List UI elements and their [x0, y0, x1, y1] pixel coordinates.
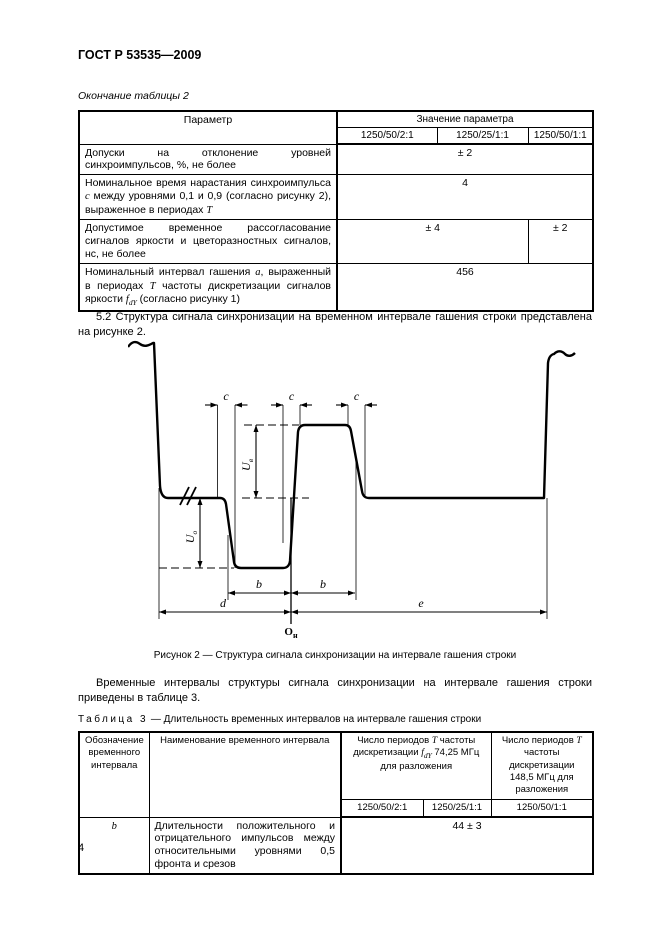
figure-2-caption: Рисунок 2 — Структура сигнала синхрониза… [153, 650, 517, 661]
dim-label-d: d [220, 596, 227, 610]
table-3: Обозначение временного интервала Наимено… [78, 731, 595, 875]
dim-label-e: e [418, 596, 424, 610]
origin-marker-label: Он [284, 626, 298, 640]
table2-col-1250-50-2-1: 1250/50/2:1 [336, 127, 438, 145]
sync-signal-waveform [127, 340, 576, 570]
table2-col-1250-25-1-1: 1250/25/1:1 [436, 127, 529, 145]
dim-label-c1: c [223, 389, 229, 403]
table3-row1-name: Длительности положительного и отрицатель… [148, 816, 342, 875]
table2-col-1250-50-1-1: 1250/50/1:1 [527, 127, 594, 145]
table-row: Допустимое временное рассогласование сиг… [78, 219, 594, 264]
table2-row3-value-b: ± 2 [527, 219, 594, 264]
dim-label-u-sync: Uо [183, 531, 199, 544]
table3-header-group2: Число периодов T частоты дискретизации 1… [490, 731, 594, 800]
dim-label-u-pulse: Uв [239, 458, 255, 471]
figure-2: c c c b b d e Uв Uо Он [127, 338, 588, 644]
table2-row3-param: Допустимое временное рассогласование сиг… [78, 219, 338, 264]
dim-label-c2: c [289, 389, 295, 403]
table2-continuation-label: Окончание таблицы 2 [78, 90, 189, 102]
figure-2-waveform-diagram: c c c b b d e Uв Uо Он [127, 340, 576, 640]
table3-col-1250-50-1-1: 1250/50/1:1 [490, 798, 594, 819]
page-number: 4 [78, 842, 85, 854]
dim-label-b2: b [320, 577, 326, 591]
table-3-caption: Таблица 3 — Длительность временных интер… [78, 714, 482, 725]
dim-label-b1: b [256, 577, 262, 591]
table-row: b Длительности положительного и отрицате… [78, 816, 594, 875]
table2-row2-value: 4 [336, 174, 594, 221]
table2-row1-value: ± 2 [336, 143, 594, 176]
intervals-paragraph: Временные интервалы структуры сигнала си… [78, 677, 592, 704]
table-row: Допуски на отклонение уровней синхроимпу… [78, 143, 594, 176]
section-5-2-paragraph: 5.2 Структура сигнала синхронизации на в… [78, 311, 592, 338]
table3-col-1250-25-1-1: 1250/25/1:1 [422, 798, 492, 819]
table2-header-value-group: Значение параметра [336, 110, 594, 128]
table3-header-designation: Обозначение временного интервала [78, 731, 150, 818]
table2-header-param: Параметр [78, 110, 338, 145]
table-row: Номинальное время нарастания синхроимпул… [78, 174, 594, 221]
table3-col-1250-50-2-1: 1250/50/2:1 [340, 798, 424, 819]
table3-header-group1: Число периодов T частоты дискретизации f… [340, 731, 492, 800]
table-2: Параметр Значение параметра 1250/50/2:1 … [78, 110, 594, 312]
table2-row1-param: Допуски на отклонение уровней синхроимпу… [78, 143, 338, 176]
table2-row2-param: Номинальное время нарастания синхроимпул… [78, 174, 338, 221]
table-row: Номинальный интервал гашения a, выраженн… [78, 262, 594, 312]
standard-designation: ГОСТ Р 53535—2009 [78, 48, 202, 62]
table3-row1-value: 44 ± 3 [340, 816, 594, 875]
table3-header-name: Наименование временного интервала [148, 731, 342, 818]
dim-label-c3: c [354, 389, 360, 403]
table3-row1-symbol: b [78, 816, 150, 875]
table2-row3-value-a: ± 4 [336, 219, 529, 264]
table2-row4-value: 456 [336, 262, 594, 312]
table2-row4-param: Номинальный интервал гашения a, выраженн… [78, 262, 338, 312]
